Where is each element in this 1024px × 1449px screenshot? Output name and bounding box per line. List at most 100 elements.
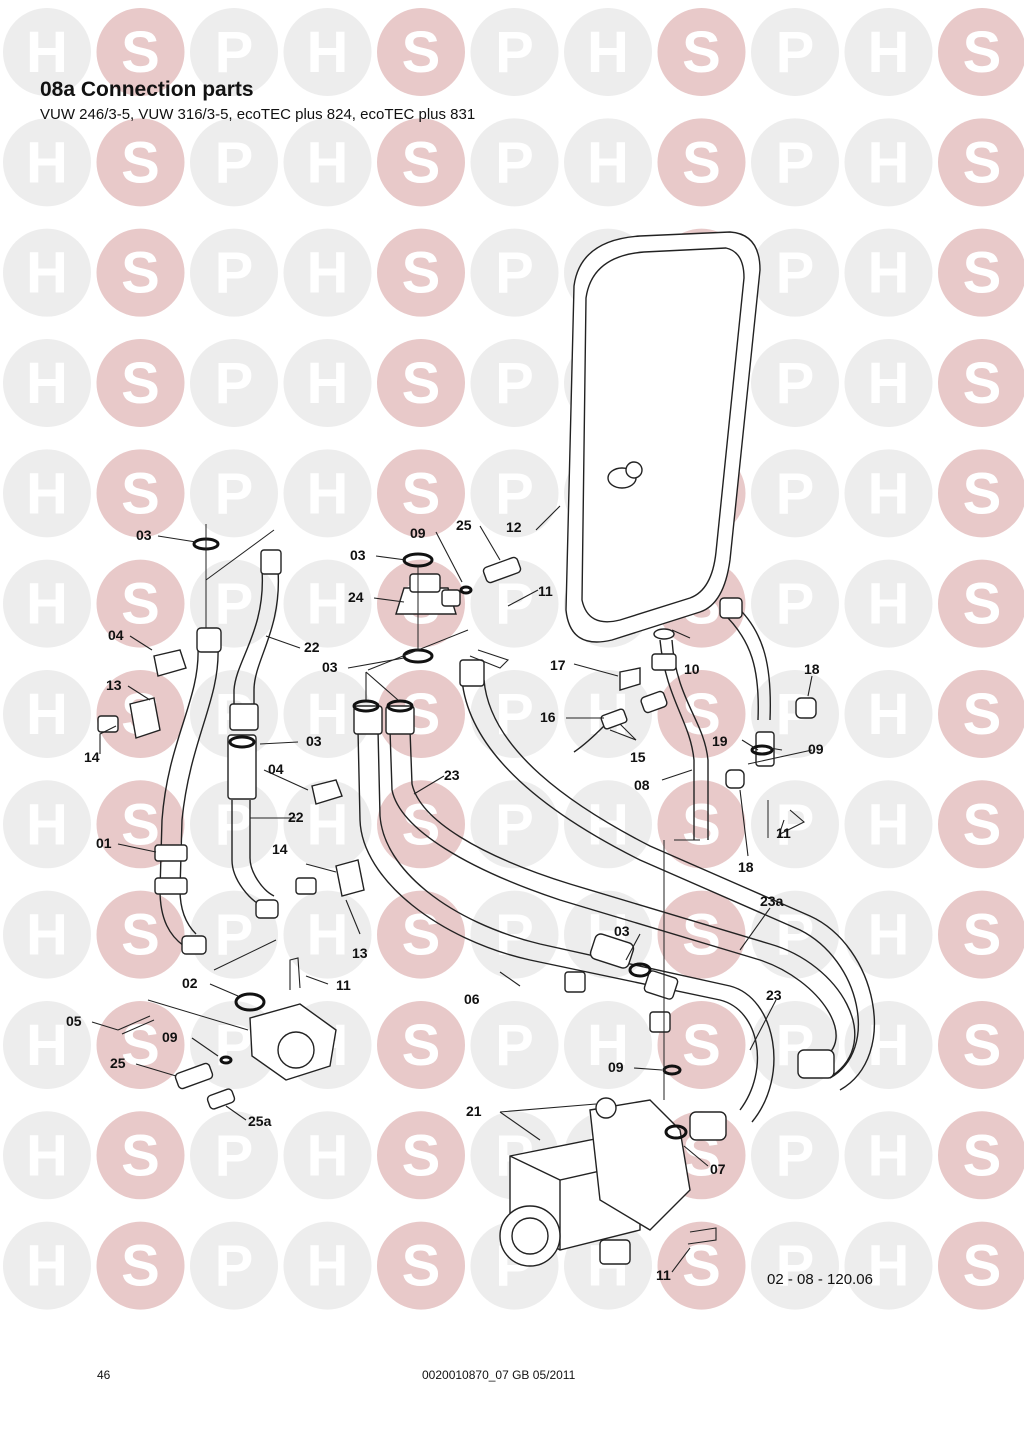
svg-text:S: S bbox=[121, 20, 160, 85]
watermark-tile: H bbox=[844, 669, 933, 758]
watermark-tile: S bbox=[938, 780, 1024, 869]
callout-11: 11 bbox=[538, 583, 553, 599]
svg-text:H: H bbox=[26, 792, 68, 857]
svg-text:S: S bbox=[963, 351, 1002, 416]
svg-text:H: H bbox=[868, 351, 910, 416]
svg-text:S: S bbox=[402, 461, 441, 526]
valve-body-02 bbox=[249, 1003, 337, 1081]
callout-09: 09 bbox=[410, 525, 426, 541]
callout-13: 13 bbox=[106, 677, 122, 693]
svg-text:S: S bbox=[121, 1123, 160, 1188]
svg-text:P: P bbox=[215, 130, 254, 195]
watermark-tile: H bbox=[3, 118, 91, 207]
watermark-tile: H bbox=[3, 669, 91, 758]
svg-text:S: S bbox=[963, 1123, 1002, 1188]
callout-11: 11 bbox=[776, 825, 791, 841]
expansion-vessel bbox=[565, 231, 761, 643]
watermark-tile: S bbox=[377, 118, 465, 207]
watermark-tile: H bbox=[3, 780, 91, 869]
watermark-tile: P bbox=[190, 780, 278, 869]
watermark-tile: S bbox=[377, 338, 465, 427]
watermark-tile: S bbox=[938, 1221, 1024, 1310]
watermark-tile: P bbox=[751, 559, 839, 648]
callout-13: 13 bbox=[352, 945, 368, 961]
watermark-tile: S bbox=[657, 118, 746, 207]
svg-text:P: P bbox=[215, 461, 254, 526]
svg-text:P: P bbox=[776, 241, 815, 306]
svg-text:P: P bbox=[776, 351, 815, 416]
svg-text:H: H bbox=[868, 20, 910, 85]
callout-23: 23 bbox=[444, 767, 460, 783]
watermark-tile: P bbox=[190, 1221, 278, 1310]
watermark-tile: H bbox=[283, 1111, 372, 1200]
svg-text:H: H bbox=[26, 130, 68, 195]
callout-18: 18 bbox=[804, 661, 820, 677]
watermark-tile: S bbox=[938, 449, 1024, 538]
svg-text:H: H bbox=[868, 1234, 910, 1299]
svg-text:S: S bbox=[121, 130, 160, 195]
watermark-tile: P bbox=[190, 1111, 278, 1200]
alignment-lines bbox=[147, 524, 813, 1100]
svg-text:P: P bbox=[495, 351, 534, 416]
watermark-tile: H bbox=[283, 559, 372, 648]
watermark-tile: H bbox=[283, 338, 372, 427]
svg-text:S: S bbox=[121, 903, 160, 968]
svg-text:H: H bbox=[307, 241, 349, 306]
watermark-tile: P bbox=[751, 338, 839, 427]
callout-05: 05 bbox=[66, 1013, 82, 1029]
callout-04: 04 bbox=[268, 761, 284, 777]
svg-text:P: P bbox=[776, 1234, 815, 1299]
svg-text:S: S bbox=[963, 682, 1002, 747]
svg-text:S: S bbox=[963, 20, 1002, 85]
watermark-tile: P bbox=[751, 118, 839, 207]
watermark-tile: P bbox=[751, 228, 839, 317]
svg-text:S: S bbox=[963, 1234, 1002, 1299]
watermark-tile: H bbox=[844, 890, 933, 979]
watermark-tile: S bbox=[96, 1111, 185, 1200]
watermark-tile: H bbox=[564, 780, 652, 869]
callout-15: 15 bbox=[630, 749, 646, 765]
svg-text:H: H bbox=[587, 792, 629, 857]
watermark-tile: S bbox=[938, 890, 1024, 979]
svg-text:H: H bbox=[307, 461, 349, 526]
pipe-19 bbox=[719, 597, 817, 789]
watermark-tile: H bbox=[844, 1000, 933, 1089]
watermark-tile: P bbox=[190, 8, 278, 96]
callout-21: 21 bbox=[466, 1103, 482, 1119]
svg-text:H: H bbox=[868, 461, 910, 526]
watermark-tile: H bbox=[844, 338, 933, 427]
callout-14: 14 bbox=[84, 749, 100, 765]
callout-03: 03 bbox=[136, 527, 152, 543]
watermark-tile: P bbox=[470, 669, 559, 758]
svg-text:H: H bbox=[307, 572, 349, 637]
callout-24: 24 bbox=[348, 589, 364, 605]
t-piece-24 bbox=[395, 573, 461, 615]
watermark-tile: H bbox=[844, 1221, 933, 1310]
watermark-tile: S bbox=[96, 118, 185, 207]
svg-text:H: H bbox=[307, 682, 349, 747]
watermark-tile: S bbox=[657, 780, 746, 869]
watermark-tile: S bbox=[938, 118, 1024, 207]
svg-text:H: H bbox=[587, 1013, 629, 1078]
document-code: 0020010870_07 GB 05/2011 bbox=[422, 1368, 576, 1382]
watermark-tile: H bbox=[564, 118, 652, 207]
watermark-tile: S bbox=[377, 890, 465, 979]
watermark-tile: H bbox=[844, 1111, 933, 1200]
pipe-08 bbox=[651, 628, 709, 840]
watermark-tile: H bbox=[844, 118, 933, 207]
watermark-tile: H bbox=[844, 559, 933, 648]
watermark-tile: S bbox=[96, 449, 185, 538]
watermark-tile: H bbox=[283, 118, 372, 207]
watermark-tile: P bbox=[470, 780, 559, 869]
callout-11: 11 bbox=[656, 1267, 671, 1283]
callout-03: 03 bbox=[614, 923, 630, 939]
svg-text:S: S bbox=[121, 241, 160, 306]
svg-text:S: S bbox=[682, 903, 721, 968]
callout-12: 12 bbox=[506, 519, 522, 535]
svg-text:P: P bbox=[776, 572, 815, 637]
watermark-tile: H bbox=[564, 1000, 652, 1089]
watermark-tile: P bbox=[751, 8, 839, 96]
watermark-tile: H bbox=[3, 890, 91, 979]
svg-text:P: P bbox=[215, 1123, 254, 1188]
watermark-tile: H bbox=[3, 559, 91, 648]
